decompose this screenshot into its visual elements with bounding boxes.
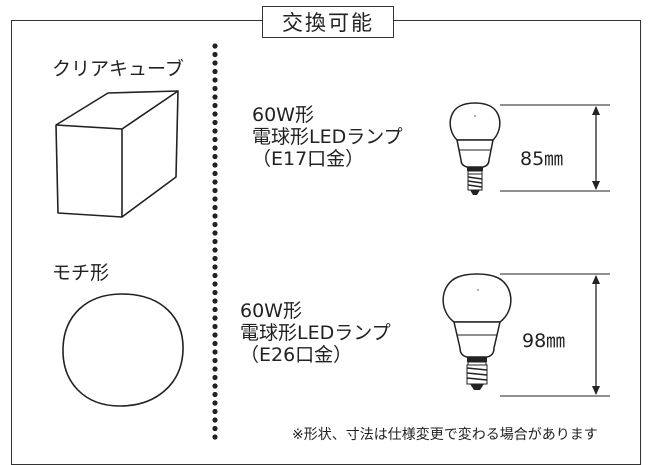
divider-dot — [212, 255, 218, 262]
divider-dot — [212, 332, 218, 338]
divider-dot — [212, 306, 218, 313]
divider-dot — [212, 213, 218, 219]
divider-dot — [212, 68, 218, 75]
divider-dot — [212, 349, 218, 355]
divider-dot — [212, 247, 218, 253]
divider-dot — [212, 170, 218, 177]
divider-dot — [212, 383, 218, 389]
round-label: モチ形 — [52, 262, 110, 284]
divider-dot — [212, 357, 218, 364]
divider-dot — [212, 60, 218, 66]
bulb-e26-spec: 60W形 電球形LEDランプ （E26口金） — [240, 300, 391, 366]
divider-dot — [212, 391, 218, 398]
bulb-e17-icon — [449, 102, 501, 195]
divider-dot — [212, 434, 218, 440]
dotted-divider — [212, 43, 218, 440]
bulb-e26-dimension-arrow — [500, 273, 610, 397]
divider-dot — [212, 119, 218, 126]
divider-dot — [212, 145, 218, 151]
divider-dot — [212, 315, 218, 321]
mochi-shape-illustration — [62, 293, 184, 407]
bulb-e26-name: 電球形LEDランプ — [240, 322, 391, 344]
bulb-e26-height: 98㎜ — [522, 330, 566, 352]
bulb-e26-watt: 60W形 — [240, 300, 302, 322]
bulb-e17-height: 85㎜ — [520, 148, 564, 170]
divider-dot — [212, 366, 218, 372]
cube-label: クリアキューブ — [52, 58, 184, 80]
divider-dot — [212, 340, 218, 347]
divider-dot — [212, 179, 218, 185]
bulb-e17-name: 電球形LEDランプ — [252, 126, 403, 148]
divider-dot — [212, 323, 218, 330]
divider-dot — [212, 221, 218, 228]
divider-dot — [212, 94, 218, 100]
bulb-e26-base: （E26口金） — [240, 344, 353, 366]
divider-dot — [212, 281, 218, 287]
divider-dot — [212, 111, 218, 117]
divider-dot — [212, 230, 218, 236]
divider-dot — [212, 374, 218, 381]
divider-dot — [212, 85, 218, 92]
divider-dot — [212, 417, 218, 423]
divider-dot — [212, 408, 218, 415]
divider-dot — [212, 289, 218, 296]
divider-dot — [212, 425, 218, 432]
page-title: 交換可能 — [262, 6, 394, 38]
divider-dot — [212, 128, 218, 134]
divider-dot — [212, 196, 218, 202]
divider-dot — [212, 153, 218, 160]
bulb-e17-watt: 60W形 — [252, 104, 314, 126]
divider-dot — [212, 51, 218, 58]
divider-dot — [212, 238, 218, 245]
footnote: ※形状、寸法は仕様変更で変わる場合があります — [292, 427, 598, 443]
divider-dot — [212, 272, 218, 279]
bulb-e17-dimension-arrow — [500, 104, 610, 192]
divider-dot — [212, 162, 218, 168]
divider-dot — [212, 400, 218, 406]
divider-dot — [212, 204, 218, 211]
clear-cube-illustration — [55, 90, 179, 218]
divider-dot — [212, 43, 218, 49]
divider-dot — [212, 298, 218, 304]
bulb-e17-base: （E17口金） — [252, 148, 365, 170]
divider-dot — [212, 187, 218, 194]
divider-dot — [212, 77, 218, 83]
divider-dot — [212, 136, 218, 143]
divider-dot — [212, 102, 218, 109]
divider-dot — [212, 264, 218, 270]
bulb-e26-icon — [442, 273, 512, 390]
bulb-e17-spec: 60W形 電球形LEDランプ （E17口金） — [252, 104, 403, 170]
